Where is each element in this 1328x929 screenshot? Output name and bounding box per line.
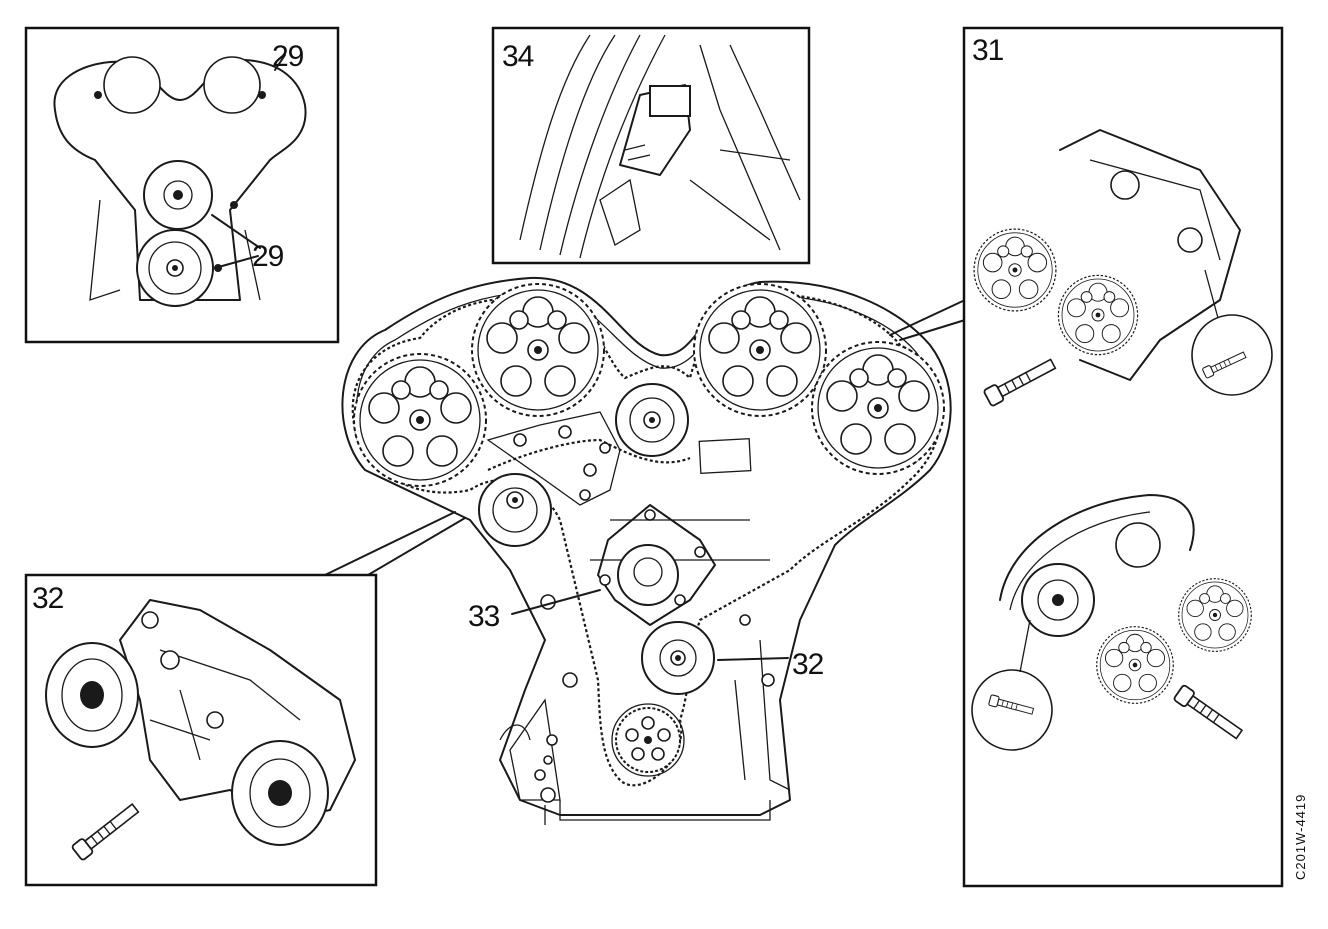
- callout-29-top: 29: [272, 40, 304, 73]
- cam-sprocket-right-lower: [811, 341, 945, 475]
- figure-code: C201W-4419: [1293, 794, 1308, 880]
- cam-sprocket-left-lower: [353, 353, 487, 487]
- callout-29-pointer: 29: [252, 240, 284, 273]
- callout-32-inset: 32: [32, 582, 64, 615]
- leader-32-main: [717, 657, 789, 661]
- cam-sprocket-left-upper: [471, 283, 605, 417]
- leader-to-inset-31: [889, 299, 966, 336]
- leader-to-inset-31-b: [899, 319, 966, 341]
- leader-29-top: [274, 54, 286, 71]
- cam-sprocket-right-upper: [693, 283, 827, 417]
- callout-33: 33: [468, 600, 500, 633]
- leader-33: [511, 589, 601, 615]
- crankshaft-sprocket: [615, 707, 681, 773]
- callout-32-main: 32: [792, 648, 824, 681]
- leader-to-inset-32: [324, 511, 456, 576]
- idler-pulley-upper: [615, 383, 689, 457]
- callout-31: 31: [972, 34, 1004, 67]
- inset-31: 31: [962, 26, 1284, 888]
- engine-block: 33 32: [324, 276, 966, 825]
- inset-32: 32: [24, 573, 378, 887]
- inset-34: 34: [491, 26, 811, 265]
- leader-29-pointer: [211, 214, 261, 269]
- water-pump: [597, 504, 716, 626]
- inset-29: 29 29: [24, 26, 340, 344]
- tensioner-pulley-left: [478, 473, 552, 547]
- tensioner-pulley-lower: [641, 621, 715, 695]
- leader-to-inset-32-b: [367, 517, 466, 576]
- callout-34: 34: [502, 40, 534, 73]
